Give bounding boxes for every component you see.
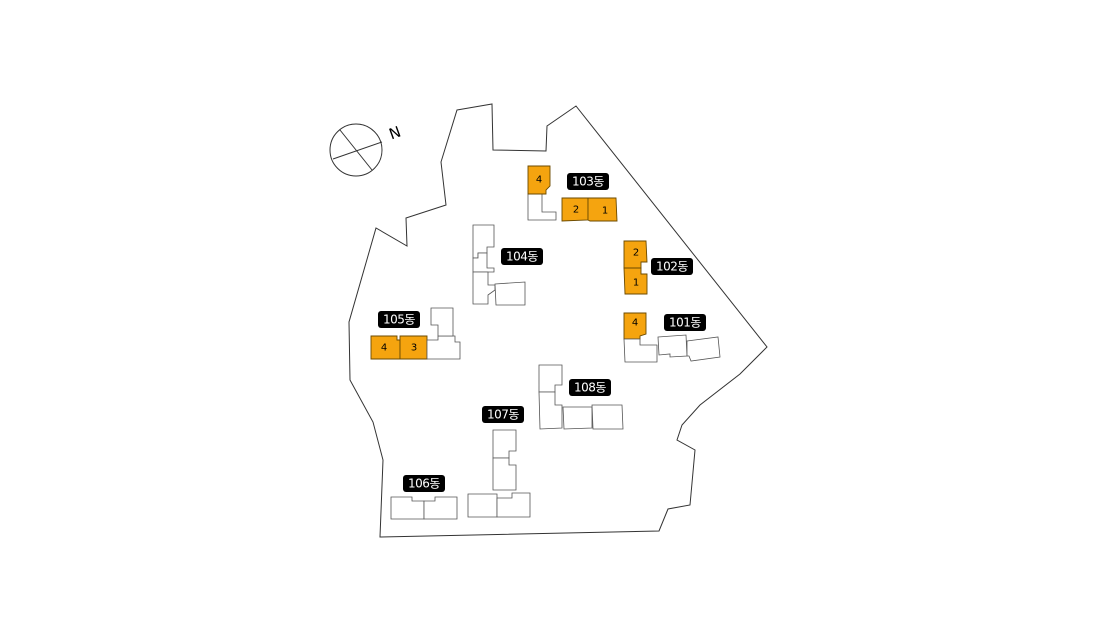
building-103-unit-4[interactable] <box>527 165 551 195</box>
site-boundary <box>348 103 768 538</box>
building-105-unit-2[interactable] <box>426 335 461 360</box>
building-105-unit-4-label: 4 <box>381 343 387 354</box>
tag-107-label: 107동 <box>487 408 519 422</box>
building-103-unit-1[interactable] <box>587 197 618 222</box>
tag-104-label: 104동 <box>506 250 538 264</box>
building-108[interactable] <box>538 364 624 430</box>
tag-101-bg <box>664 314 706 331</box>
building-105-unit-3-label: 3 <box>411 343 417 354</box>
compass: N <box>329 123 404 177</box>
building-103-unit-1-label: 1 <box>602 206 608 217</box>
building-102-unit-1-label: 1 <box>633 278 639 289</box>
tag-103: 103동 <box>567 173 609 190</box>
building-104[interactable] <box>472 224 526 306</box>
building-107-unit-3[interactable] <box>492 457 517 491</box>
building-104-unit-1[interactable] <box>494 281 526 306</box>
tag-101: 101동 <box>664 314 706 331</box>
tag-104: 104동 <box>501 248 543 265</box>
building-108-unit-2[interactable] <box>562 406 593 430</box>
building-105[interactable]: 4 3 <box>370 307 461 360</box>
tag-106-label: 106동 <box>408 477 440 491</box>
tag-107-bg <box>482 406 524 423</box>
tag-102-bg <box>651 258 693 275</box>
tag-103-bg <box>567 173 609 190</box>
tag-108-bg <box>569 379 611 396</box>
building-107-unit-1[interactable] <box>496 492 531 518</box>
building-108-unit-1[interactable] <box>591 404 624 430</box>
tag-105: 105동 <box>378 311 420 328</box>
tag-106: 106동 <box>403 475 445 492</box>
building-103[interactable]: 4 2 1 <box>527 165 618 222</box>
building-102[interactable]: 2 1 <box>623 240 648 295</box>
building-103-unit-4-label: 4 <box>536 175 542 186</box>
tag-102-label: 102동 <box>656 260 688 274</box>
building-102-unit-1[interactable] <box>623 267 648 295</box>
tag-107: 107동 <box>482 406 524 423</box>
tag-108: 108동 <box>569 379 611 396</box>
building-107[interactable] <box>467 429 531 518</box>
building-101[interactable]: 4 <box>623 312 721 363</box>
tag-105-bg <box>378 311 420 328</box>
tag-108-label: 108동 <box>574 381 606 395</box>
building-101-unit-3[interactable] <box>623 338 658 363</box>
building-106[interactable] <box>390 496 458 520</box>
building-106-unit-1[interactable] <box>423 496 458 520</box>
building-107-unit-2[interactable] <box>467 493 498 518</box>
compass-north-label: N <box>387 123 404 144</box>
tag-102: 102동 <box>651 258 693 275</box>
building-101-unit-1[interactable] <box>686 336 721 362</box>
building-105-unit-1[interactable] <box>430 307 454 337</box>
tag-104-bg <box>501 248 543 265</box>
building-108-unit-3[interactable] <box>538 391 563 430</box>
tag-103-label: 103동 <box>572 175 604 189</box>
tag-101-label: 101동 <box>669 316 701 330</box>
building-101-unit-4-label: 4 <box>632 318 638 329</box>
building-102-unit-2-label: 2 <box>633 248 639 259</box>
building-103-unit-2-label: 2 <box>573 205 579 216</box>
tag-106-bg <box>403 475 445 492</box>
tag-105-label: 105동 <box>383 313 415 327</box>
building-101-unit-2[interactable] <box>657 334 688 358</box>
compass-axis <box>339 129 373 171</box>
compass-north-needle <box>332 141 383 160</box>
